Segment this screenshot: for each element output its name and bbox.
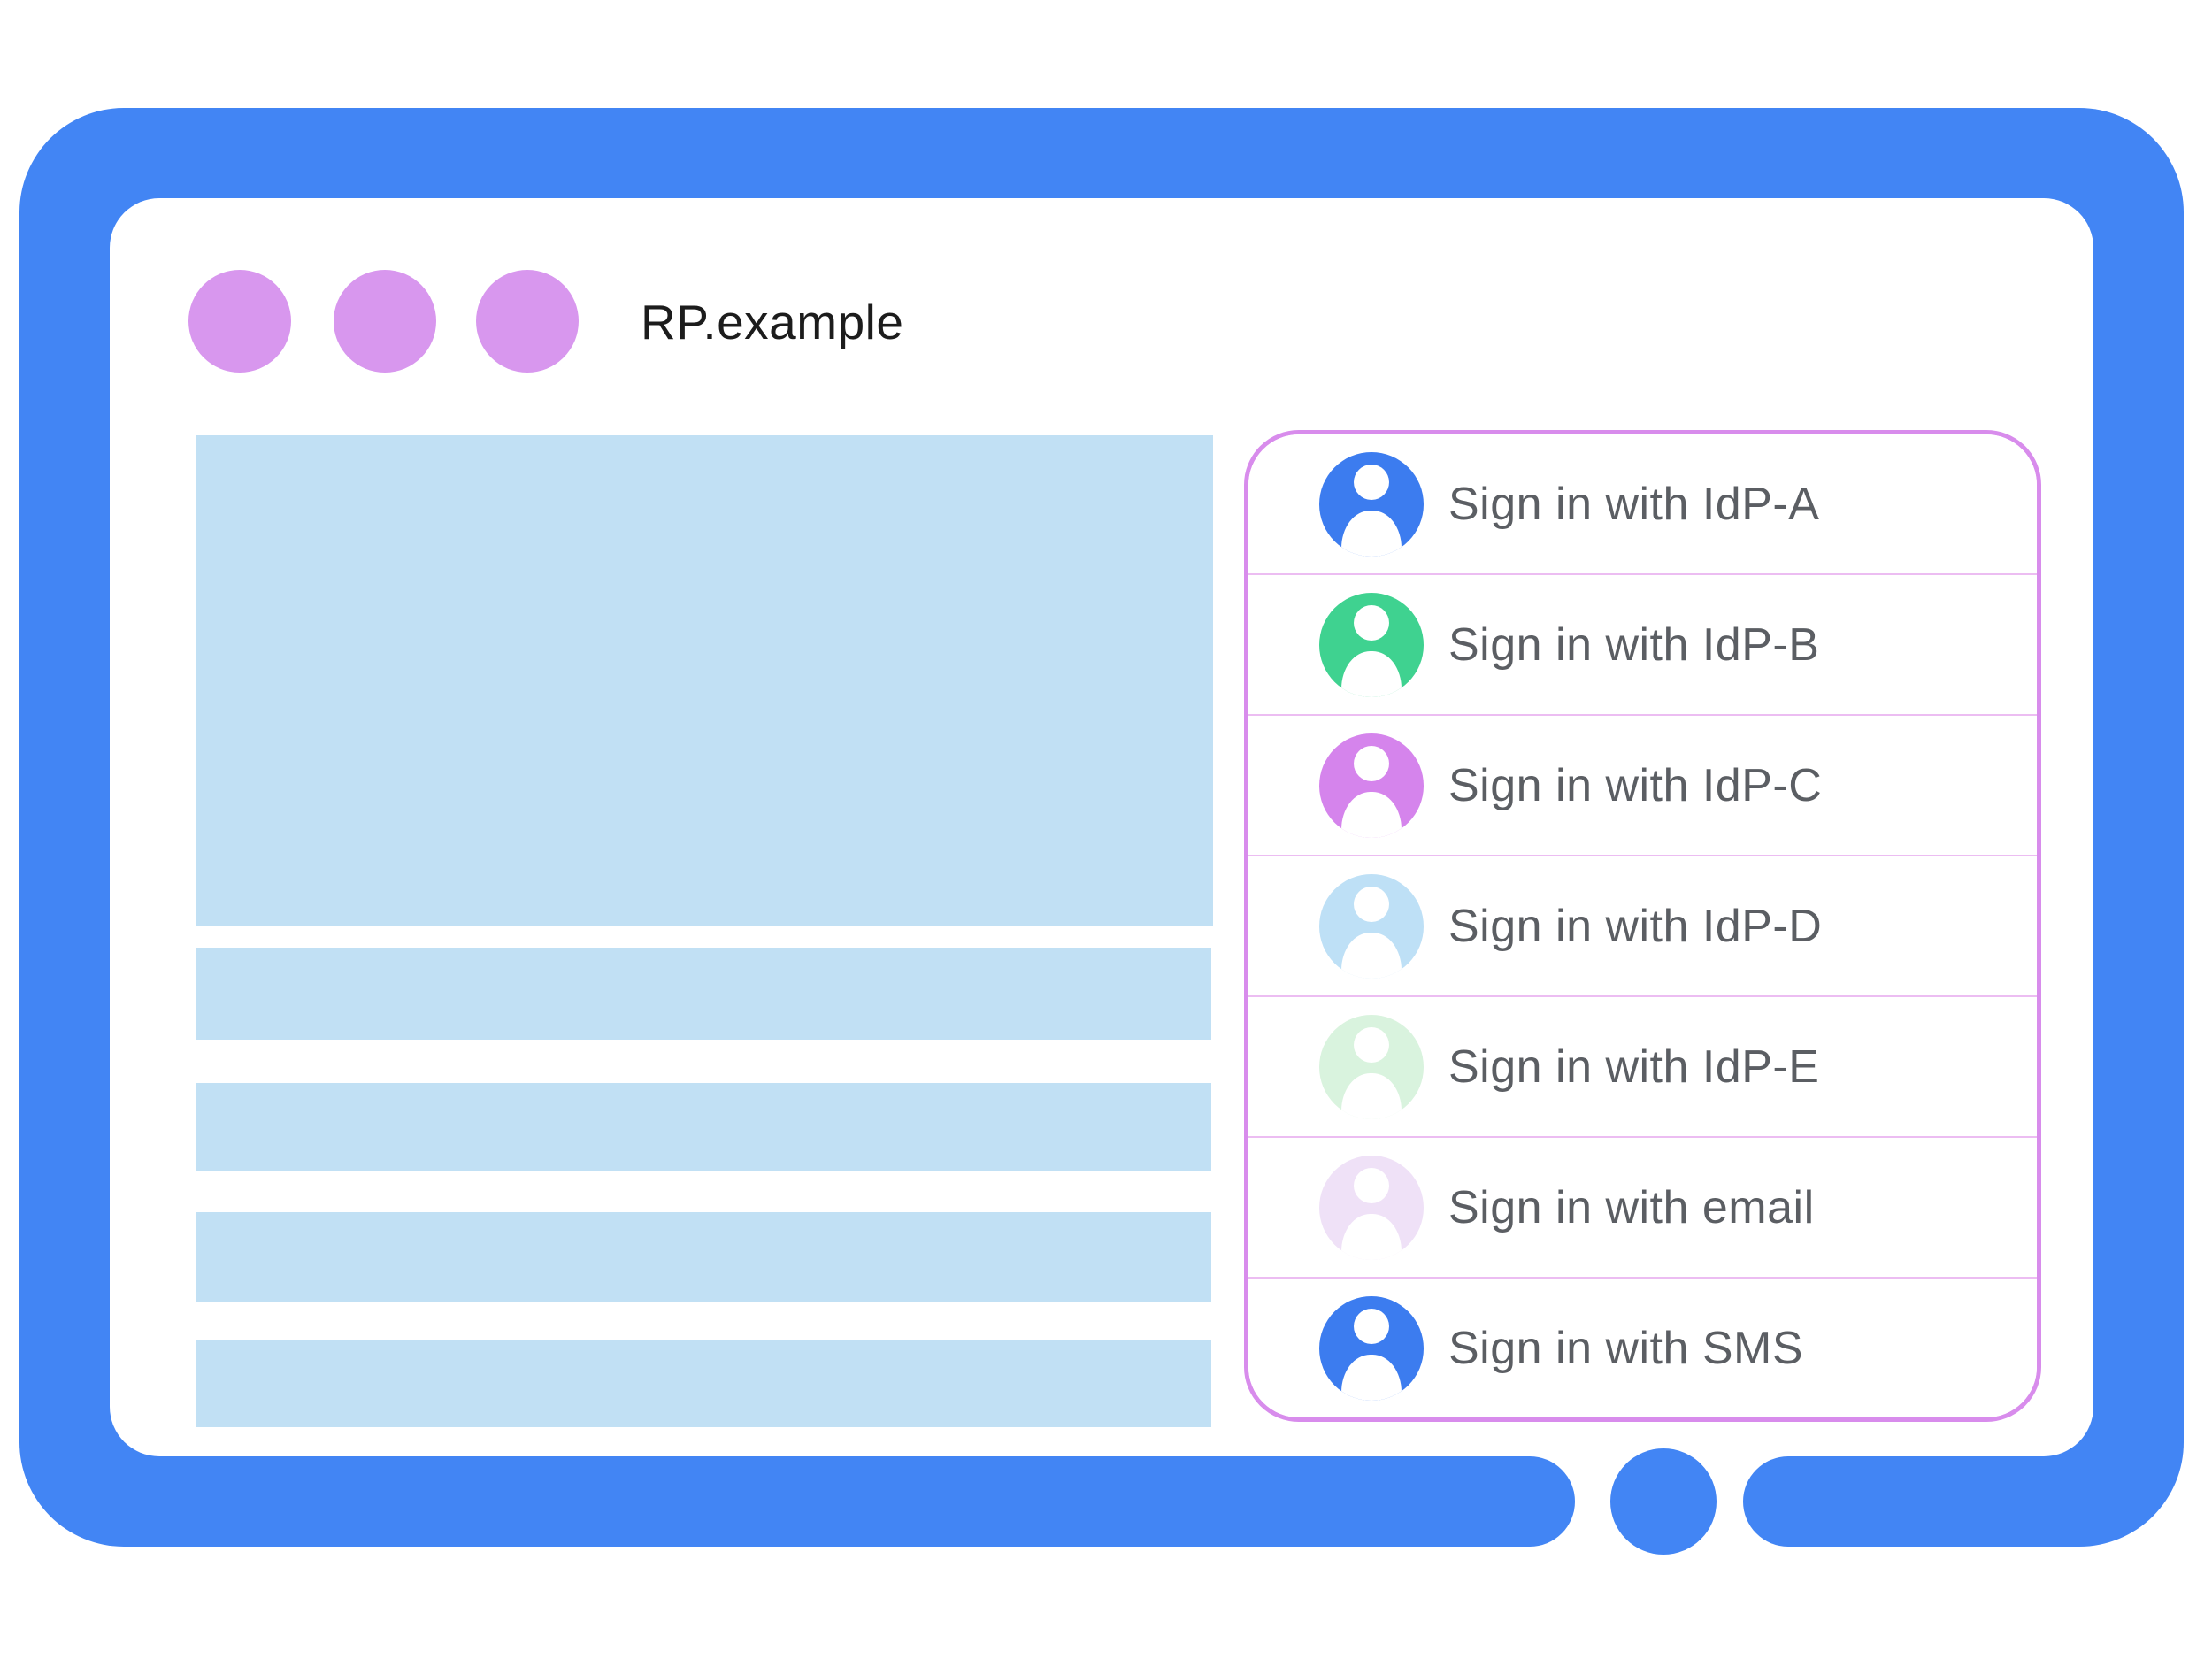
signin-item-label: Sign in with IdP-A [1448, 478, 1820, 530]
signin-item-idp-e[interactable]: Sign in with IdP-E [1248, 995, 2037, 1136]
person-icon [1319, 1014, 1424, 1119]
signin-item-label: Sign in with IdP-B [1448, 618, 1820, 671]
signin-item-email[interactable]: Sign in with email [1248, 1136, 2037, 1277]
content-placeholder-line-4 [196, 1340, 1211, 1427]
content-placeholder-line-1 [196, 948, 1211, 1040]
window-control-dot-icon[interactable] [476, 270, 579, 373]
person-icon [1319, 1155, 1424, 1260]
signin-item-label: Sign in with IdP-C [1448, 759, 1823, 811]
signin-panel: Sign in with IdP-A Sign in with IdP-B Sign… [1244, 430, 2041, 1422]
person-icon [1319, 451, 1424, 557]
bezel-segment-right [1743, 1456, 1885, 1547]
person-icon [1319, 1295, 1424, 1401]
signin-item-idp-a[interactable]: Sign in with IdP-A [1248, 434, 2037, 573]
content-placeholder-hero [196, 435, 1213, 926]
signin-item-label: Sign in with IdP-E [1448, 1041, 1820, 1093]
window-control-dot-icon[interactable] [334, 270, 436, 373]
person-icon [1319, 592, 1424, 697]
person-icon [1319, 873, 1424, 979]
signin-item-label: Sign in with IdP-D [1448, 900, 1823, 952]
signin-item-sms[interactable]: Sign in with SMS [1248, 1277, 2037, 1417]
signin-item-idp-b[interactable]: Sign in with IdP-B [1248, 573, 2037, 714]
signin-item-idp-c[interactable]: Sign in with IdP-C [1248, 714, 2037, 855]
bezel-segment-left [1433, 1456, 1575, 1547]
content-placeholder-line-3 [196, 1212, 1211, 1302]
window-control-dot-icon[interactable] [188, 270, 291, 373]
signin-panel-list: Sign in with IdP-A Sign in with IdP-B Sign… [1248, 434, 2037, 1417]
signin-item-label: Sign in with email [1448, 1181, 1815, 1233]
signin-item-idp-d[interactable]: Sign in with IdP-D [1248, 855, 2037, 995]
site-title: RP.example [641, 295, 904, 349]
home-button[interactable] [1610, 1448, 1717, 1555]
person-icon [1319, 733, 1424, 838]
content-placeholder-line-2 [196, 1083, 1211, 1171]
signin-item-label: Sign in with SMS [1448, 1322, 1804, 1374]
